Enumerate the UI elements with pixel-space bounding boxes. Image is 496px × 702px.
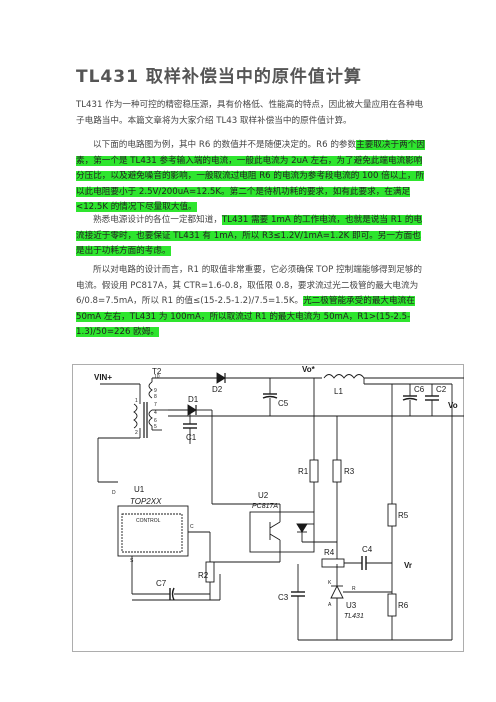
secondary-winding [148, 381, 153, 399]
r6-resistor [387, 593, 397, 617]
c1-label: C1 [186, 433, 197, 442]
pin-7-label: 7 [154, 402, 157, 408]
pin-k-label: K [328, 580, 332, 586]
r1-paragraph: 所以对电路的设计而言，R1 的取值非常重要，它必须确保 TOP 控制端能够得到足… [76, 263, 426, 341]
d1-label: D1 [188, 395, 199, 404]
d2-label: D2 [212, 385, 223, 394]
l1-inductor [323, 374, 365, 379]
control-label: CONTROL [136, 518, 161, 524]
vr-label: Vr [404, 561, 412, 570]
r3-text: 熟悉电源设计的各位一定都知道， [93, 215, 222, 225]
pin-6-label: 6 [154, 418, 157, 424]
u1-top2xx [117, 505, 189, 557]
tl431-label: TL431 [344, 613, 364, 620]
pin-c-label: C [190, 524, 194, 530]
pin-10-label: 10 [154, 374, 160, 380]
r5-label: R5 [398, 511, 409, 520]
pin-5-label: 5 [154, 424, 157, 430]
u2-label: U2 [258, 491, 269, 500]
u2-optocoupler [249, 511, 315, 553]
primary-winding [133, 403, 138, 429]
r1-resistor [309, 459, 319, 483]
r3-paragraph: 熟悉电源设计的各位一定都知道，TL431 需要 1mA 的工作电流，也就是说当 … [76, 213, 426, 260]
r4-resistor [321, 558, 345, 568]
r6-text: 以下面的电路图为例，其中 R6 的数值并不是随便决定的。R6 的参数 [93, 140, 357, 150]
r3-resistor [332, 459, 342, 483]
vo-label: Vo [448, 401, 458, 410]
pin-s-label: S [130, 558, 134, 564]
pin-d-label: D [112, 490, 116, 496]
c2-label: C2 [436, 385, 447, 394]
page-title: TL431 取样补偿当中的原件值计算 [76, 62, 362, 87]
pin-2-label: 2 [135, 430, 138, 436]
c7-label: C7 [156, 579, 167, 588]
pc817-label: PC817A [252, 503, 278, 510]
t2-label: T2 [152, 367, 162, 376]
r5-resistor [387, 503, 397, 527]
intro-text: TL431 作为一种可控的精密稳压源，具有价格低、性能高的特点，因此被大量应用在… [76, 100, 424, 126]
pin-1-label: 1 [135, 398, 138, 404]
intro-paragraph: TL431 作为一种可控的精密稳压源，具有价格低、性能高的特点，因此被大量应用在… [76, 98, 426, 129]
pin-8-label: 8 [154, 394, 157, 400]
title-rest: 取样补偿当中的原件值计算 [138, 67, 362, 87]
c5-label: C5 [278, 399, 289, 408]
r1-label: R1 [298, 467, 309, 476]
r2-label: R2 [198, 571, 209, 580]
pin-4-label: 4 [154, 410, 157, 416]
r6-paragraph: 以下面的电路图为例，其中 R6 的数值并不是随便决定的。R6 的参数主要取决于两… [76, 138, 426, 216]
c6-label: C6 [414, 385, 425, 394]
c4-label: C4 [362, 545, 373, 554]
r6-highlight: 主要取决于两个因素，第一个是 TL431 参考输入端的电流，一般此电流为 2uA… [76, 140, 425, 213]
l1-label: L1 [334, 387, 343, 396]
vo-star-label: Vo* [302, 365, 316, 374]
pin-r-label: R [352, 586, 356, 592]
c3-label: C3 [278, 593, 289, 602]
r1-text: 所以对电路的设计而言，R1 的取值非常重要，它必须确保 TOP 控制端能够得到足… [76, 265, 423, 307]
vin-label: VIN+ [94, 373, 112, 382]
diagram-frame [72, 364, 464, 652]
circuit-diagram: VIN+ T2 D2 Vo* L1 C5 C6 C2 Vo D1 C1 R1 R… [72, 364, 464, 652]
u3-label: U3 [346, 601, 357, 610]
pin-a-label: A [328, 602, 332, 608]
title-prefix: TL431 [76, 67, 139, 87]
d2-diode [216, 372, 226, 384]
top-label: TOP2XX [130, 497, 162, 506]
r3-label: R3 [344, 467, 355, 476]
u1-label: U1 [134, 485, 145, 494]
pin-9-label: 9 [154, 388, 157, 394]
r4-label: R4 [324, 548, 335, 557]
r6-label: R6 [398, 601, 409, 610]
aux-winding [148, 409, 153, 427]
